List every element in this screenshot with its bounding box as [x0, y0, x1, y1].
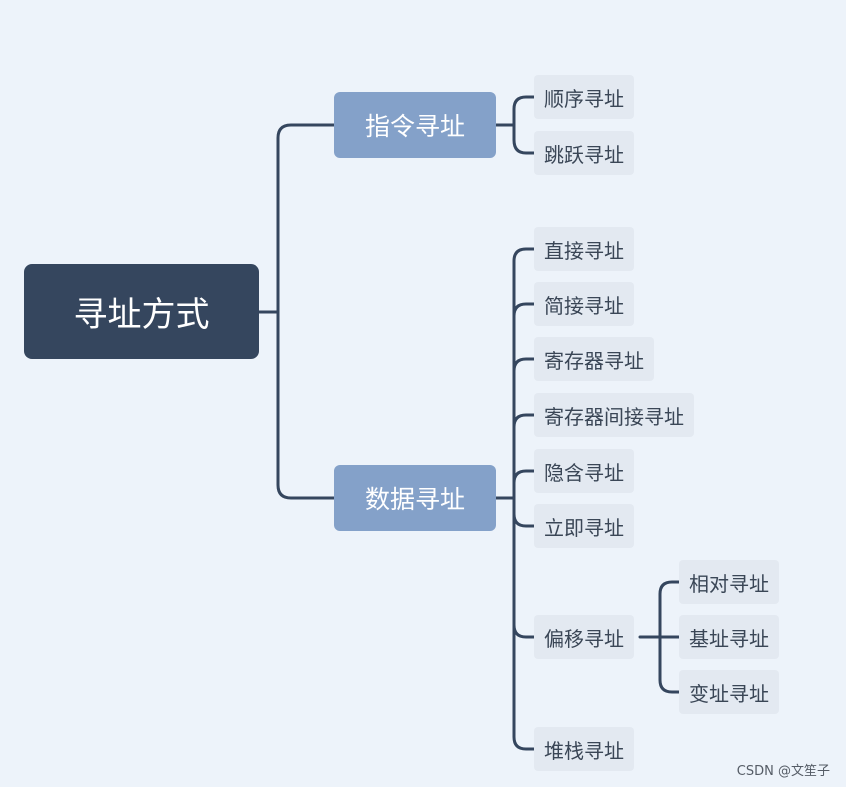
connector-data-4: [512, 413, 536, 500]
leaf-node-register-indirect[interactable]: 寄存器间接寻址: [534, 393, 694, 437]
leaf-node-implied[interactable]: 隐含寻址: [534, 449, 634, 493]
watermark-text: CSDN @文笙子: [736, 764, 830, 779]
connector-root-instruction: [276, 123, 336, 314]
leaf-node-jump[interactable]: 跳跃寻址: [534, 131, 634, 175]
leaf-node-direct[interactable]: 直接寻址: [534, 227, 634, 271]
connector-data-7: [512, 496, 536, 639]
connector-root-data: [276, 310, 336, 500]
connector-data-8: [512, 496, 536, 751]
leaf-node-base[interactable]: 基址寻址: [679, 615, 779, 659]
leaf-node-sequential[interactable]: 顺序寻址: [534, 75, 634, 119]
connector-instruction-2: [512, 123, 536, 155]
connector-data-2: [512, 302, 536, 500]
connector-data-6: [512, 496, 536, 528]
connector-data-3: [512, 357, 536, 500]
connector-data-1: [512, 247, 536, 500]
branch-node-data[interactable]: 数据寻址: [334, 465, 496, 531]
leaf-node-offset[interactable]: 偏移寻址: [534, 615, 634, 659]
leaf-node-stack[interactable]: 堆栈寻址: [534, 727, 634, 771]
connector-offset-3: [658, 635, 681, 694]
leaf-node-register[interactable]: 寄存器寻址: [534, 337, 654, 381]
leaf-node-relative[interactable]: 相对寻址: [679, 560, 779, 604]
root-node[interactable]: 寻址方式: [24, 264, 259, 359]
leaf-node-immediate[interactable]: 立即寻址: [534, 504, 634, 548]
leaf-node-index[interactable]: 变址寻址: [679, 670, 779, 714]
connector-instruction-1: [512, 95, 536, 127]
connector-data-5: [512, 469, 536, 500]
branch-node-instruction[interactable]: 指令寻址: [334, 92, 496, 158]
connector-offset-1: [658, 580, 681, 639]
leaf-node-indirect[interactable]: 简接寻址: [534, 282, 634, 326]
